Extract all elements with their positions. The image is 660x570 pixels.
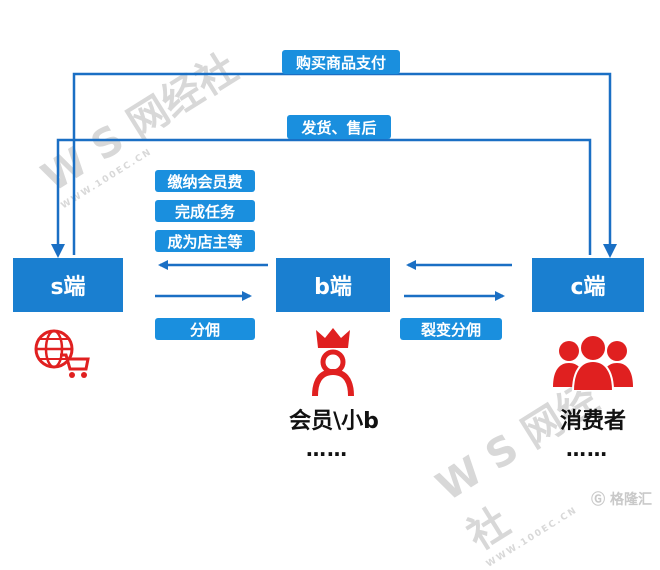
become-owner-label: 成为店主等: [155, 230, 255, 252]
pay-label: 购买商品支付: [282, 50, 400, 74]
b-end-node: b端: [276, 258, 390, 312]
fission-commission-label: 裂变分佣: [400, 318, 502, 340]
flow-arrows: [51, 72, 617, 301]
b-end-ellipsis: ……: [306, 437, 348, 461]
commission-label: 分佣: [155, 318, 255, 340]
brand-watermark: Ⓖ 格隆汇: [591, 489, 652, 509]
globe-cart-icon: [34, 329, 90, 378]
crown-person-icon: [312, 328, 354, 397]
pay-loop-line: [72, 72, 612, 255]
ship-loop-line: [56, 138, 592, 255]
brand-name: 格隆汇: [610, 492, 652, 508]
membership-fee-label: 缴纳会员费: [155, 170, 255, 192]
s-end-node: s端: [13, 258, 123, 312]
c-end-node: c端: [532, 258, 644, 312]
b-end-caption: 会员\小b: [289, 409, 379, 434]
ship-loop-arrow: [51, 244, 65, 258]
brand-logo-icon: Ⓖ: [591, 492, 606, 508]
group-people-icon: [553, 334, 633, 391]
ship-label: 发货、售后: [287, 115, 391, 139]
pay-loop-arrow: [603, 244, 617, 258]
c-end-ellipsis: ……: [566, 437, 608, 461]
complete-task-label: 完成任务: [155, 200, 255, 222]
c-end-caption: 消费者: [559, 409, 626, 434]
